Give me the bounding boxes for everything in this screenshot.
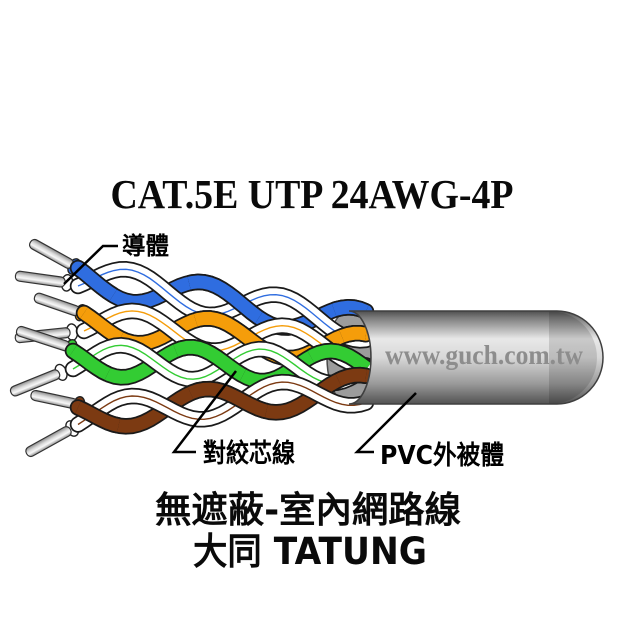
conductor-label: 導體 — [122, 232, 169, 260]
brown-pair — [25, 366, 375, 458]
wire-path — [74, 262, 369, 335]
watermark: www.guch.com.tw — [385, 340, 583, 370]
green-pair — [9, 325, 376, 397]
wire-path — [69, 340, 371, 388]
footer-line2: 大同 TATUNG — [193, 530, 427, 573]
wire-path — [80, 307, 368, 365]
twisted-pair-label: 對絞芯線 — [203, 438, 295, 469]
conductor-leader-line — [63, 244, 118, 285]
conductor-tip — [9, 363, 68, 397]
wire-path — [77, 381, 367, 426]
pvc-jacket-leader-line — [353, 392, 417, 454]
wire-path — [83, 310, 367, 367]
twisted-pairs-group — [9, 238, 376, 458]
footer-line1: 無遮蔽-室內網路線 — [155, 490, 461, 531]
pvc-jacket-label: PVC外被體 — [380, 441, 504, 471]
conductor-tip — [14, 270, 74, 292]
twisted-pair-leader-line — [171, 370, 237, 454]
jacket-body — [348, 310, 604, 405]
jacket-end-band — [549, 311, 597, 404]
page-title: CAT.5E UTP 24AWG-4P — [111, 171, 514, 217]
